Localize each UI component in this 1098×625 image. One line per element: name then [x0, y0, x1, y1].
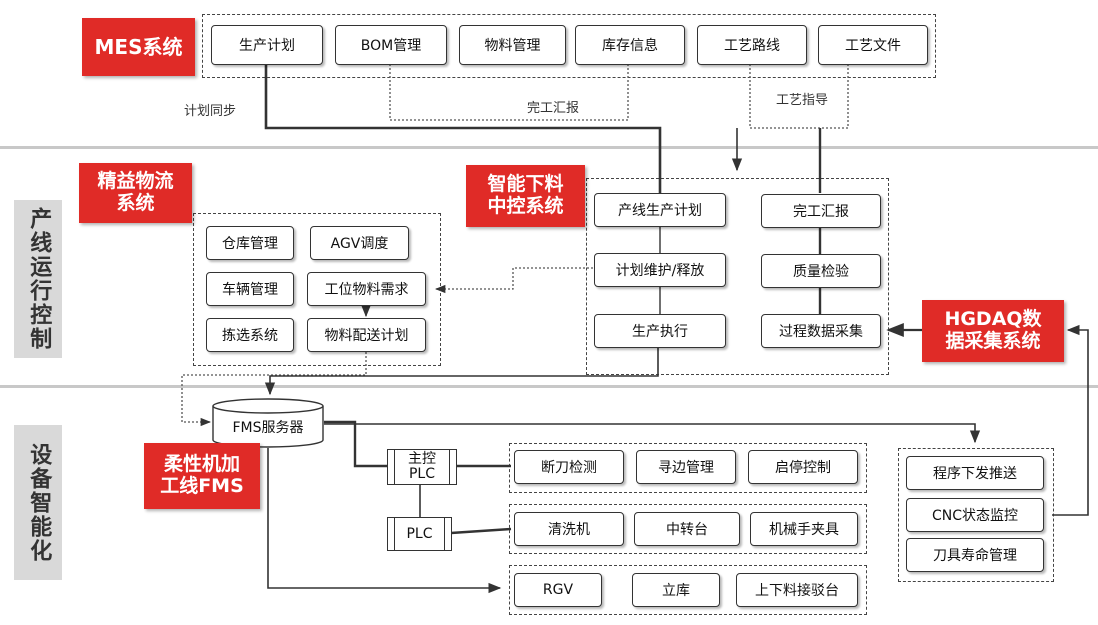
smart-process-data-collection[interactable]: 过程数据采集	[761, 314, 881, 348]
fms-row1-group	[509, 443, 867, 493]
fms-server-cylinder	[212, 398, 324, 448]
lean-station-material-demand[interactable]: 工位物料需求	[307, 272, 426, 306]
main-plc[interactable]: 主控 PLC	[387, 449, 457, 485]
smart-completion-report[interactable]: 完工汇报	[761, 194, 881, 228]
mes-module-bom[interactable]: BOM管理	[335, 25, 447, 65]
fms-loading-docking-station[interactable]: 上下料接驳台	[736, 573, 858, 607]
flow-label-plan-sync: 计划同步	[184, 104, 237, 119]
lean-vehicle-mgmt[interactable]: 车辆管理	[206, 272, 294, 306]
hgdaq-title: HGDAQ数 据采集系统	[922, 300, 1064, 362]
fms-start-stop-control[interactable]: 启停控制	[748, 450, 858, 484]
lean-material-delivery-plan[interactable]: 物料配送计划	[307, 318, 426, 352]
fms-robot-gripper[interactable]: 机械手夹具	[750, 512, 858, 546]
fms-tool-break-detect[interactable]: 断刀检测	[514, 450, 624, 484]
flow-label-completion-report: 完工汇报	[527, 101, 580, 116]
smart-line-production-plan[interactable]: 产线生产计划	[594, 193, 726, 227]
fms-transfer-table[interactable]: 中转台	[634, 512, 740, 546]
cnc-program-push[interactable]: 程序下发推送	[906, 456, 1044, 490]
separator-top	[0, 146, 1098, 149]
mes-system-title: MES系统	[82, 18, 195, 76]
mes-module-production-plan[interactable]: 生产计划	[211, 25, 323, 65]
lean-agv-dispatch[interactable]: AGV调度	[310, 226, 409, 260]
separator-bottom	[0, 385, 1098, 388]
fms-row3-group	[509, 565, 867, 615]
mes-module-material[interactable]: 物料管理	[459, 25, 566, 65]
band-line-operation-control: 产线运行控制	[14, 200, 62, 358]
smart-quality-inspection[interactable]: 质量检验	[761, 254, 881, 288]
fms-server-label: FMS服务器	[232, 420, 304, 436]
fms-edge-finding[interactable]: 寻边管理	[636, 450, 736, 484]
smart-control-group	[586, 178, 889, 375]
fms-washer[interactable]: 清洗机	[514, 512, 624, 546]
smart-plan-maintain-release[interactable]: 计划维护/释放	[594, 253, 726, 287]
mes-module-group	[202, 14, 936, 78]
mes-module-inventory[interactable]: 库存信息	[575, 25, 685, 65]
lean-warehouse-mgmt[interactable]: 仓库管理	[206, 226, 294, 260]
lean-logistics-title: 精益物流 系统	[79, 163, 192, 223]
flow-label-process-guide: 工艺指导	[776, 93, 829, 108]
cnc-status-monitor[interactable]: CNC状态监控	[906, 498, 1044, 532]
mes-module-process-route[interactable]: 工艺路线	[697, 25, 807, 65]
mes-module-process-doc[interactable]: 工艺文件	[818, 25, 928, 65]
cnc-tool-life-mgmt[interactable]: 刀具寿命管理	[906, 538, 1044, 572]
fms-server[interactable]: FMS服务器	[212, 398, 324, 448]
smart-production-execution[interactable]: 生产执行	[594, 314, 726, 348]
fms-title: 柔性机加 工线FMS	[144, 443, 260, 509]
lean-picking-system[interactable]: 拣选系统	[206, 318, 294, 352]
fms-rgv[interactable]: RGV	[514, 573, 602, 607]
plc[interactable]: PLC	[387, 517, 452, 551]
smart-control-title: 智能下料 中控系统	[466, 165, 585, 227]
band-device-intelligence: 设备智能化	[14, 425, 62, 580]
fms-stereo-warehouse[interactable]: 立库	[632, 573, 720, 607]
